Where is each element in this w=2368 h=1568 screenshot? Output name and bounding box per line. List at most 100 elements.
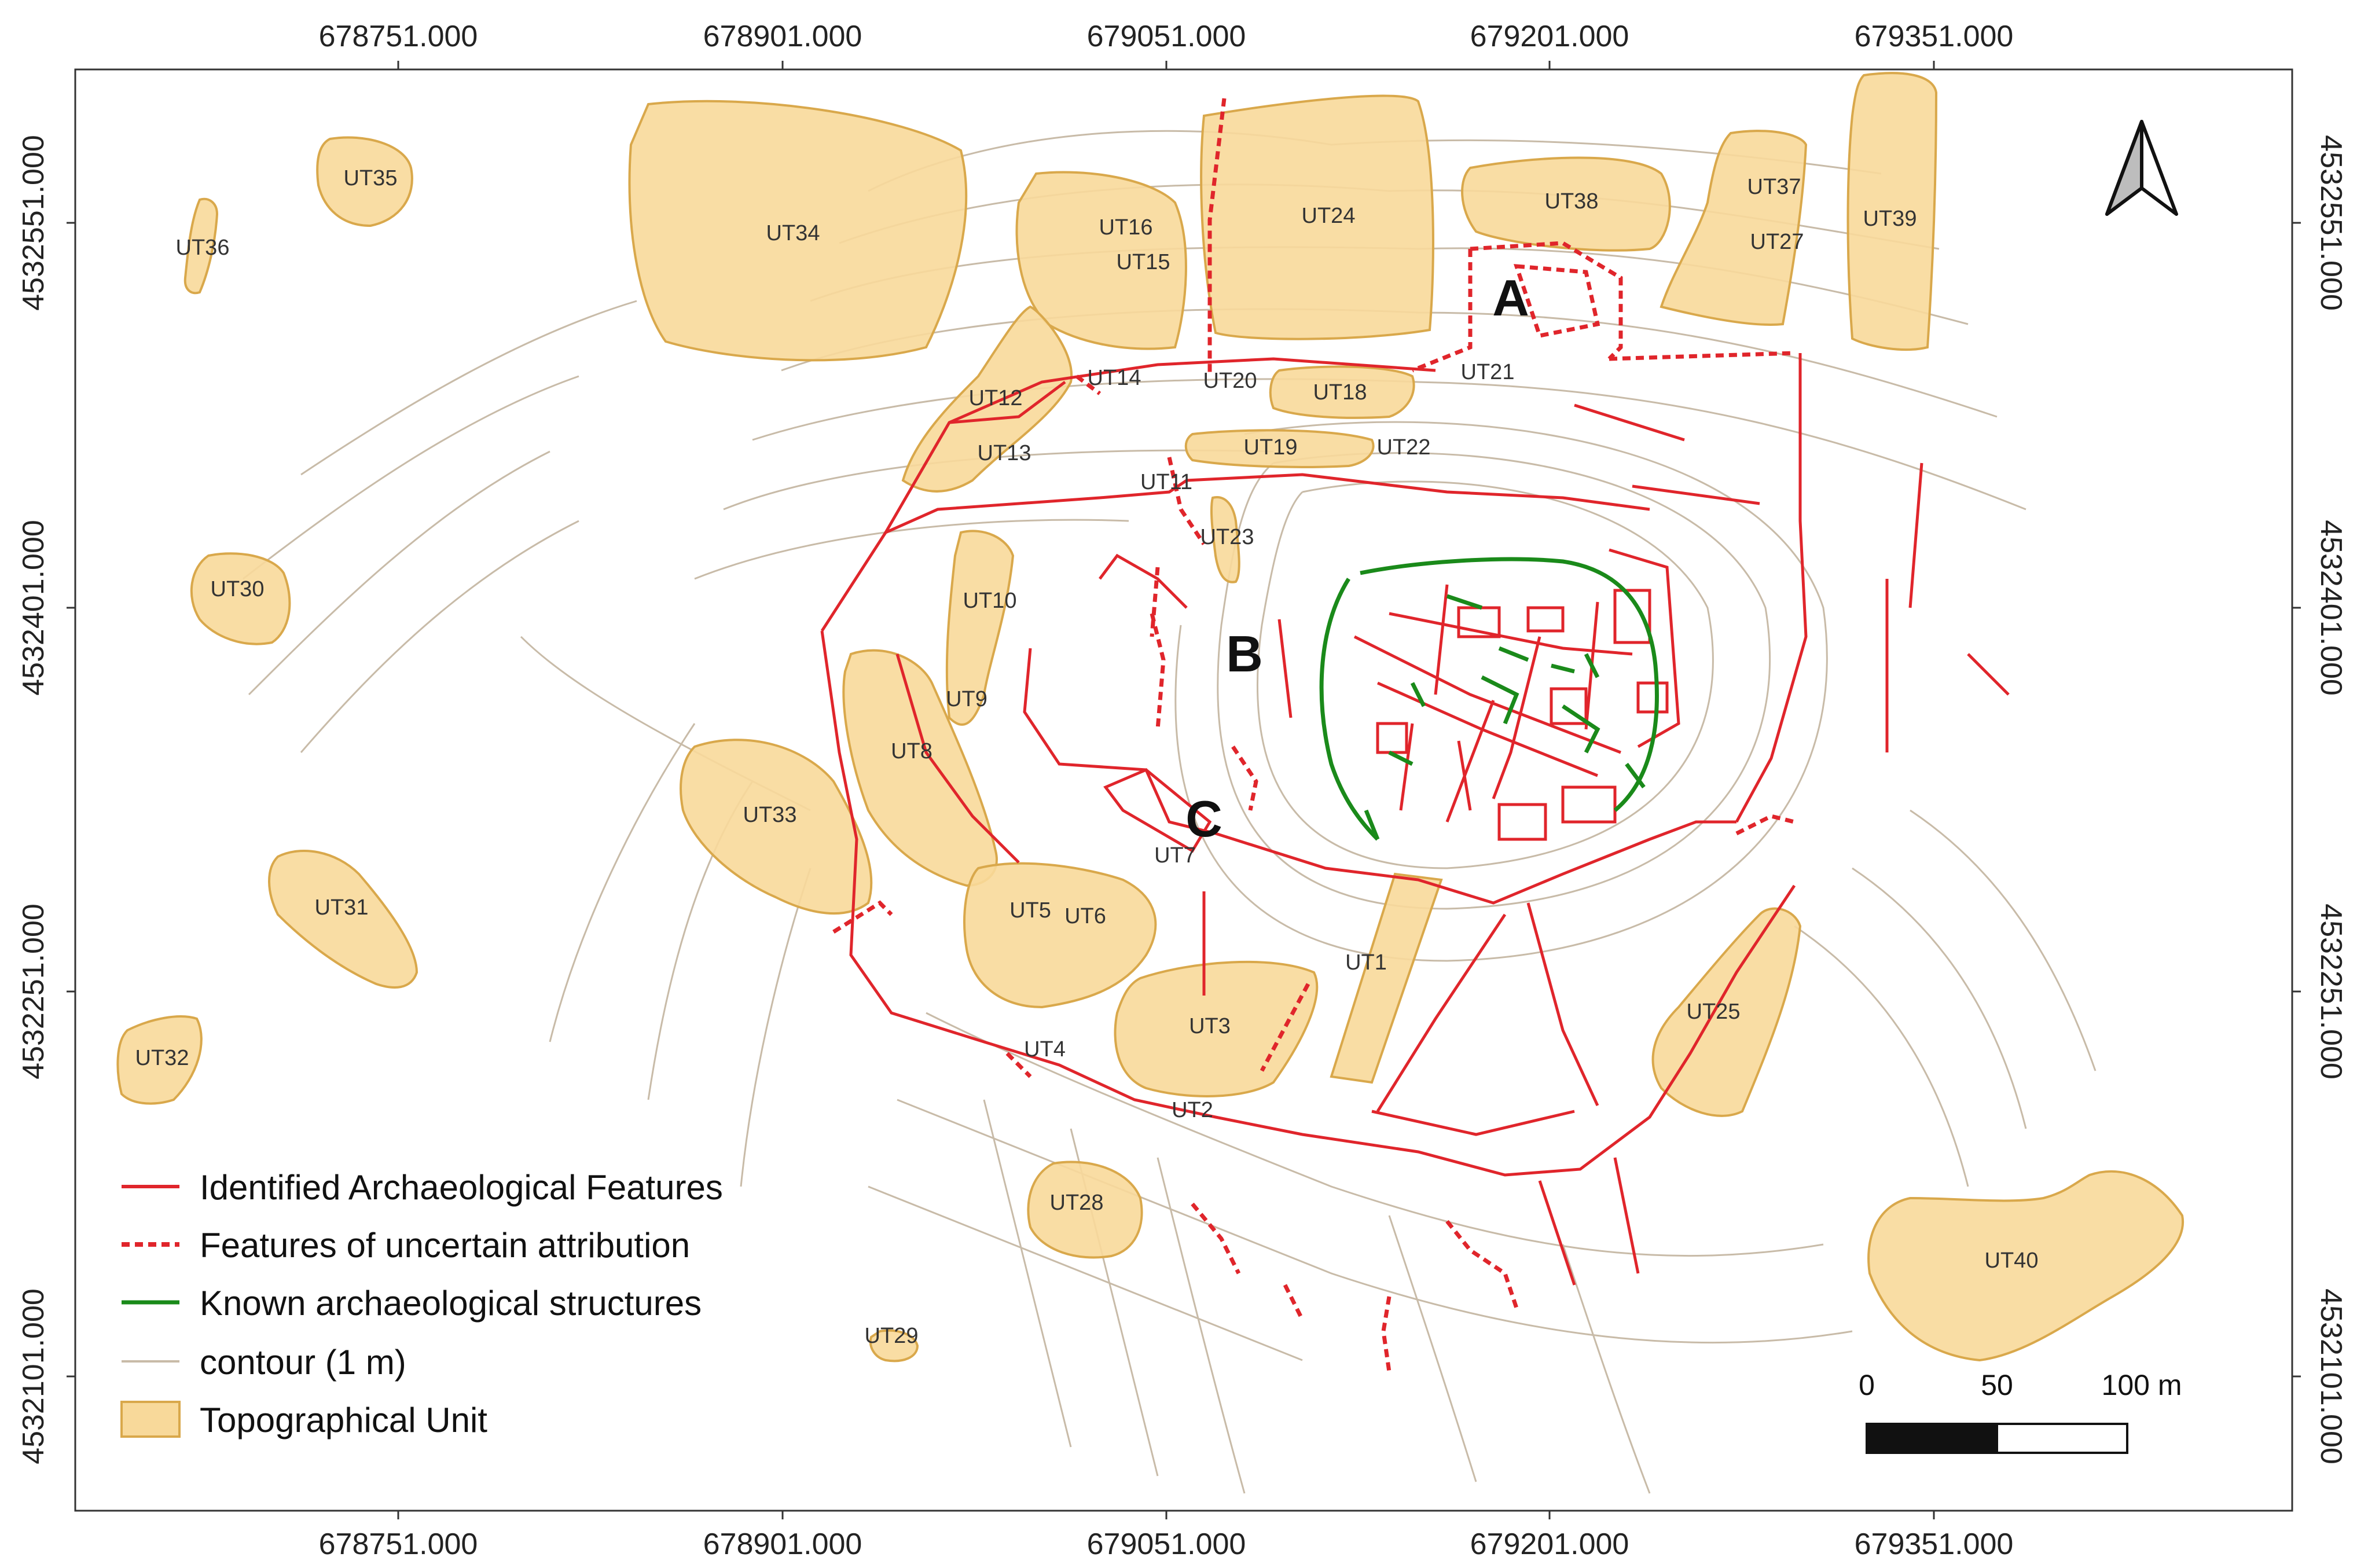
y-tick-label: 4532101.000: [17, 1288, 50, 1464]
unit-ut28: [1027, 1161, 1143, 1259]
unit-ut37-27: [1660, 130, 1808, 326]
ut-label: UT29: [865, 1324, 919, 1348]
unit-ut5-6: [963, 862, 1157, 1009]
uncertain-features: [832, 98, 1795, 1372]
ut-label: UT15: [1117, 250, 1170, 274]
unit-ut3: [1114, 960, 1319, 1097]
ut-label: UT12: [969, 386, 1023, 410]
ut-label: UT16: [1099, 215, 1153, 240]
y-tick-label: 4532401.000: [17, 520, 50, 696]
x-tick-label: 679351.000: [1855, 20, 2014, 53]
area-letter-c: C: [1185, 790, 1222, 847]
ut-label: UT36: [176, 236, 230, 260]
legend-label: Identified Archaeological Features: [200, 1168, 723, 1207]
area-letters: A B C: [1185, 269, 1529, 847]
unit-ut18: [1269, 365, 1415, 419]
ut-label: UT20: [1203, 369, 1257, 393]
legend-label: Topographical Unit: [200, 1401, 487, 1440]
x-tick-label: 679051.000: [1087, 1527, 1246, 1561]
ut-label: UT32: [135, 1046, 189, 1070]
x-tick-label: 679201.000: [1470, 1527, 1629, 1561]
unit-ut30: [190, 552, 291, 645]
ut-label: UT22: [1377, 435, 1431, 460]
unit-ut24: [1200, 94, 1434, 340]
y-ticks-left: 4532551.000 4532401.000 4532251.000 4532…: [17, 135, 50, 1464]
y-tick-label: 4532401.000: [2314, 520, 2348, 696]
tick-marks: [67, 61, 2301, 1519]
unit-ut34: [628, 100, 968, 362]
unit-ut33: [680, 739, 873, 915]
legend-label: contour (1 m): [200, 1343, 406, 1382]
y-tick-label: 4532251.000: [2314, 904, 2348, 1079]
ut-label: UT9: [946, 687, 987, 711]
ut-label: UT40: [1985, 1248, 2039, 1273]
unit-ut38: [1461, 156, 1671, 252]
ut-label: UT28: [1050, 1191, 1104, 1215]
legend: Identified Archaeological Features Featu…: [120, 1168, 723, 1440]
ut-label: UT34: [766, 221, 820, 245]
ut-label: UT27: [1750, 230, 1804, 254]
scale-label: 0: [1859, 1369, 1875, 1401]
unit-ut29: [869, 1329, 919, 1363]
ut-label: UT8: [891, 739, 932, 763]
ut-label: UT25: [1687, 1000, 1741, 1024]
x-tick-label: 678901.000: [703, 20, 862, 53]
unit-ut32: [116, 1015, 203, 1105]
x-tick-label: 678751.000: [319, 1527, 478, 1561]
unit-ut23: [1210, 496, 1240, 583]
y-tick-label: 4532101.000: [2314, 1288, 2348, 1464]
unit-ut31: [268, 850, 418, 989]
x-ticks-bottom: 678751.000 678901.000 679051.000 679201.…: [319, 1527, 2014, 1561]
topographical-units: [116, 72, 2185, 1363]
y-tick-label: 4532551.000: [17, 135, 50, 311]
ut-label: UT5: [1009, 898, 1051, 923]
unit-ut35: [316, 136, 413, 227]
ut-label: UT37: [1747, 175, 1801, 199]
area-letter-b: B: [1226, 625, 1263, 682]
legend-label: Known archaeological structures: [200, 1284, 702, 1323]
ut-label: UT1: [1345, 950, 1387, 975]
known-structures: [1319, 557, 1659, 841]
ut-label: UT38: [1545, 189, 1599, 214]
y-tick-label: 4532551.000: [2314, 135, 2348, 311]
legend-label: Features of uncertain attribution: [200, 1226, 690, 1265]
unit-labels: UT1 UT2 UT3 UT4 UT5 UT6 UT7 UT8 UT9 UT10…: [135, 166, 2039, 1348]
x-tick-label: 678901.000: [703, 1527, 862, 1561]
ut-label: UT14: [1088, 366, 1141, 390]
scale-bar: 0 50 100 m: [1859, 1369, 2182, 1454]
unit-ut39: [1846, 72, 1938, 351]
unit-ut10-9: [945, 530, 1015, 726]
unit-ut25: [1651, 907, 1802, 1117]
identified-features: [820, 353, 2010, 1286]
x-tick-label: 679201.000: [1470, 20, 1629, 53]
north-arrow-icon: [2105, 120, 2178, 216]
ut-label: UT30: [211, 577, 265, 601]
ut-label: UT2: [1172, 1098, 1213, 1122]
ut-label: UT10: [963, 589, 1017, 613]
x-tick-label: 679051.000: [1087, 20, 1246, 53]
unit-ut40: [1867, 1170, 2185, 1362]
ut-label: UT3: [1189, 1014, 1231, 1038]
legend-symbol-unit: [120, 1401, 181, 1438]
ut-label: UT39: [1863, 207, 1917, 231]
ut-label: UT35: [344, 166, 398, 190]
x-ticks-top: 678751.000 678901.000 679051.000 679201.…: [319, 20, 2014, 53]
area-letter-a: A: [1492, 269, 1529, 326]
ut-label: UT33: [743, 803, 797, 827]
y-ticks-right: 4532551.000 4532401.000 4532251.000 4532…: [2314, 135, 2348, 1464]
ut-label: UT13: [978, 441, 1031, 465]
ut-label: UT6: [1064, 904, 1106, 928]
ut-label: UT18: [1313, 380, 1367, 405]
ut-label: UT7: [1154, 843, 1196, 868]
x-tick-label: 679351.000: [1855, 1527, 2014, 1561]
unit-ut15-16: [1015, 171, 1187, 350]
y-tick-label: 4532251.000: [17, 904, 50, 1079]
scale-label: 50: [1981, 1369, 2013, 1401]
ut-label: UT19: [1244, 435, 1298, 460]
ut-label: UT4: [1024, 1037, 1066, 1062]
ut-label: UT11: [1140, 470, 1192, 494]
ut-label: UT21: [1461, 360, 1515, 384]
unit-ut36: [183, 197, 219, 295]
unit-ut1: [1330, 872, 1443, 1084]
